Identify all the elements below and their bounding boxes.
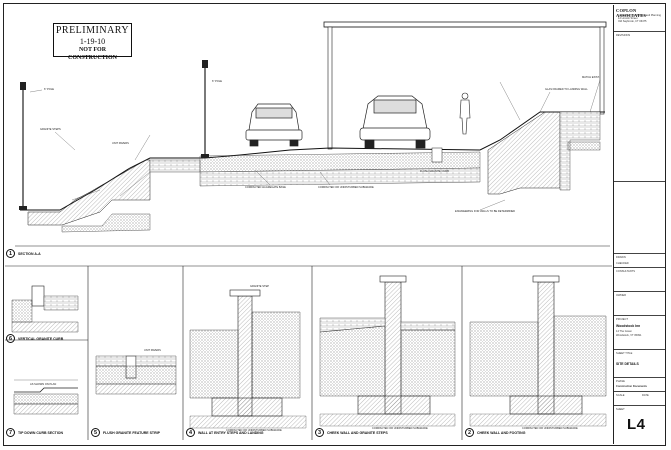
detail-number-1: 1 (6, 249, 15, 258)
detail-title-3: CHEEK WALL AND GRANITE STEPS (327, 431, 388, 435)
detail-number-3: 3 (315, 428, 324, 437)
annotation: COMPACTED OR UNDISTURBED SUBGRADE (372, 427, 428, 430)
car-right (359, 95, 431, 149)
firm-address-line2: Old Saybrook, CT 06475 (618, 20, 647, 24)
detail-title-4: WALL AT ENTRY STEPS AND LANDING (198, 431, 264, 435)
detail-vertical-granite-curb (11, 285, 79, 333)
annotation: AS SHOWN ON PLAN (30, 383, 57, 386)
consultants-label: CONSULTANTS (616, 270, 635, 273)
detail-title-7: TIP DOWN CURB SECTION (18, 431, 64, 435)
detail-number-7: 7 (6, 428, 15, 437)
revisions-label: REVISIONS (616, 34, 631, 37)
project-name: Woodstock Inn (616, 324, 641, 328)
phase-value: Construction Documents (616, 385, 647, 388)
drawn-cell: DRAWN CHECKED (614, 253, 665, 267)
firm-name: COPLON ASSOCIATES (616, 8, 647, 18)
annotation: UNIT PAVERS (112, 142, 129, 145)
project-address-line2: Woodstock, VT 05091 (616, 334, 642, 337)
stamp-note: NOT FOR CONSTRUCTION (67, 47, 117, 61)
annotation: 6" POLE (44, 88, 55, 91)
detail-cheek-wall-footing (469, 275, 607, 427)
title-block: COPLON ASSOCIATES Landscape Architecture… (613, 5, 665, 444)
detail-wall-entry-steps (189, 289, 307, 429)
annotation: GRANITE STEP (250, 285, 270, 288)
detail-flush-granite-strip (95, 355, 177, 395)
drawn-label: DRAWN (616, 256, 626, 259)
consultants-cell: CONSULTANTS (614, 267, 665, 291)
sheet-border (3, 3, 666, 446)
owner-label: OWNER (616, 294, 626, 297)
detail-tip-down-curb (13, 379, 79, 415)
sheet-number-cell: SHEET (614, 405, 665, 444)
project-cell: PROJECT Woodstock Inn 14 The Green Woods… (614, 315, 665, 349)
firm-subtitle: Landscape Architecture and Planning (618, 14, 661, 17)
annotation: GRANITE STEPS (40, 128, 61, 131)
annotation: ENGINEERING FOR WALLS TO BE DETERMINED (455, 210, 516, 213)
annotation: 6" POLE (212, 80, 223, 83)
detail-number-2: 2 (465, 428, 474, 437)
scale-label: SCALE (616, 394, 625, 397)
annotation: FLUSH GRANITE CURB (420, 170, 449, 173)
sheet-title-label: SHEET TITLE (616, 352, 633, 355)
date-label: DATE (642, 394, 649, 397)
lamppost-center (201, 60, 209, 158)
detail-number-6: 6 (6, 334, 15, 343)
detail-number-5: 5 (91, 428, 100, 437)
lamppost-left (19, 82, 27, 210)
detail-title-5: FLUSH GRANITE FEATURE STRIP (103, 431, 160, 435)
project-label: PROJECT (616, 318, 629, 321)
owner-cell: OWNER (614, 291, 665, 315)
stamp-title: PRELIMINARY (55, 25, 130, 36)
person-figure (459, 92, 471, 135)
section-a-a (15, 21, 610, 247)
annotation: COMPACTED OR UNDISTURBED SUBGRADE (226, 429, 282, 432)
annotation: MATCH EXIST. (582, 76, 600, 79)
detail-frames (5, 265, 612, 440)
phase-label: PHASE (616, 380, 625, 383)
sheet-label: SHEET (616, 408, 625, 411)
sheet-title: SITE DETAILS (616, 362, 639, 366)
annotation: COMPACTED OR UNDISTURBED SUBGRADE (318, 186, 374, 189)
annotation: COMPACTED AGGREGATE BASE (245, 186, 286, 189)
stamp-date: 1-19-10 (79, 37, 106, 46)
project-address-line1: 14 The Green (616, 330, 632, 333)
sheet-number: L4 (627, 416, 646, 433)
sheet-title-cell: SHEET TITLE SITE DETAILS (614, 349, 665, 377)
revisions-cell: REVISIONS (614, 31, 665, 181)
detail-title-2: CHEEK WALL AND FOOTING (477, 431, 526, 435)
firm-details: Landscape Architecture and Planning 12 L… (618, 14, 661, 24)
detail-cheek-wall-steps (319, 275, 456, 427)
firm-address-line1: 12 Lincoln Street (618, 17, 638, 21)
stamp-cell (614, 181, 665, 253)
detail-number-4: 4 (186, 428, 195, 437)
annotation: COMPACTED OR UNDISTURBED SUBGRADE (522, 427, 578, 430)
scale-date-cell: SCALE DATE (614, 391, 665, 405)
detail-title-1: SECTION A-A (18, 252, 41, 256)
detail-title-6: VERTICAL GRANITE CURB (18, 337, 64, 341)
checked-label: CHECKED (616, 262, 629, 265)
annotation: GLAS FRAMED TO LANDING WALL (545, 88, 588, 91)
annotation: UNIT PAVERS (144, 349, 161, 352)
preliminary-stamp: PRELIMINARY 1-19-10 NOT FOR CONSTRUCTION (53, 23, 132, 61)
phase-cell: PHASE Construction Documents (614, 377, 665, 391)
car-left (245, 103, 303, 147)
